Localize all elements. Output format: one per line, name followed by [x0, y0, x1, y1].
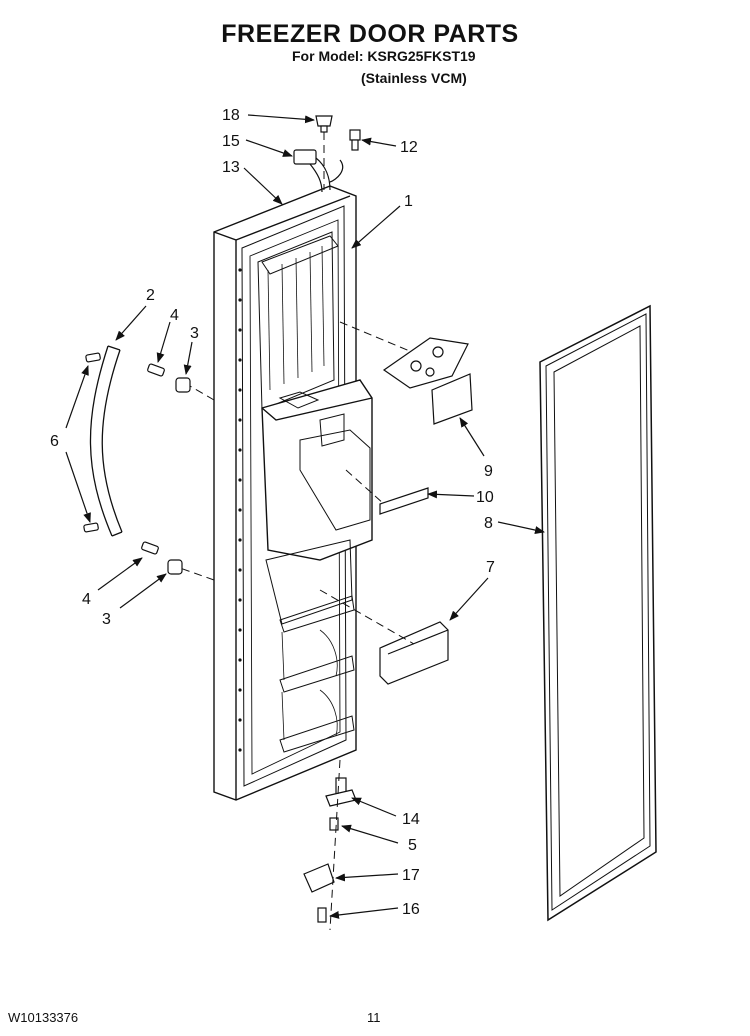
callout-9: 9	[484, 463, 493, 480]
callout-5: 5	[408, 837, 417, 854]
callout-3-lower: 3	[102, 611, 111, 628]
callout-2: 2	[146, 287, 155, 304]
callout-8: 8	[484, 515, 493, 532]
door-panel	[213, 185, 373, 801]
callout-15: 15	[222, 133, 240, 150]
door-gasket	[539, 304, 657, 922]
callout-leaders	[65, 114, 545, 919]
callout-12: 12	[400, 139, 418, 156]
callout-17: 17	[402, 867, 420, 884]
callout-3-upper: 3	[190, 325, 199, 342]
document-number: W10133376	[8, 1010, 79, 1025]
callout-10: 10	[476, 489, 494, 506]
callout-6: 6	[50, 433, 59, 450]
callout-14: 14	[402, 811, 420, 828]
page-number: 11	[367, 1010, 381, 1025]
callout-labels: 18 15 12 13 1 2 4 3 6 9 10 8 7 4 3 14 5 …	[50, 107, 495, 918]
assembly-guide-lines	[179, 132, 415, 931]
callout-18: 18	[222, 107, 240, 124]
variant-line: (Stainless VCM)	[361, 70, 467, 86]
callout-16: 16	[402, 901, 420, 918]
callout-13: 13	[222, 159, 240, 176]
hardware-parts	[83, 115, 473, 923]
callout-4-lower: 4	[82, 591, 91, 608]
door-handle	[89, 345, 123, 537]
model-line: For Model: KSRG25FKST19	[292, 48, 476, 64]
page-title: FREEZER DOOR PARTS	[221, 20, 519, 48]
callout-7: 7	[486, 559, 495, 576]
callout-1: 1	[404, 193, 413, 210]
callout-4-upper: 4	[170, 307, 179, 324]
